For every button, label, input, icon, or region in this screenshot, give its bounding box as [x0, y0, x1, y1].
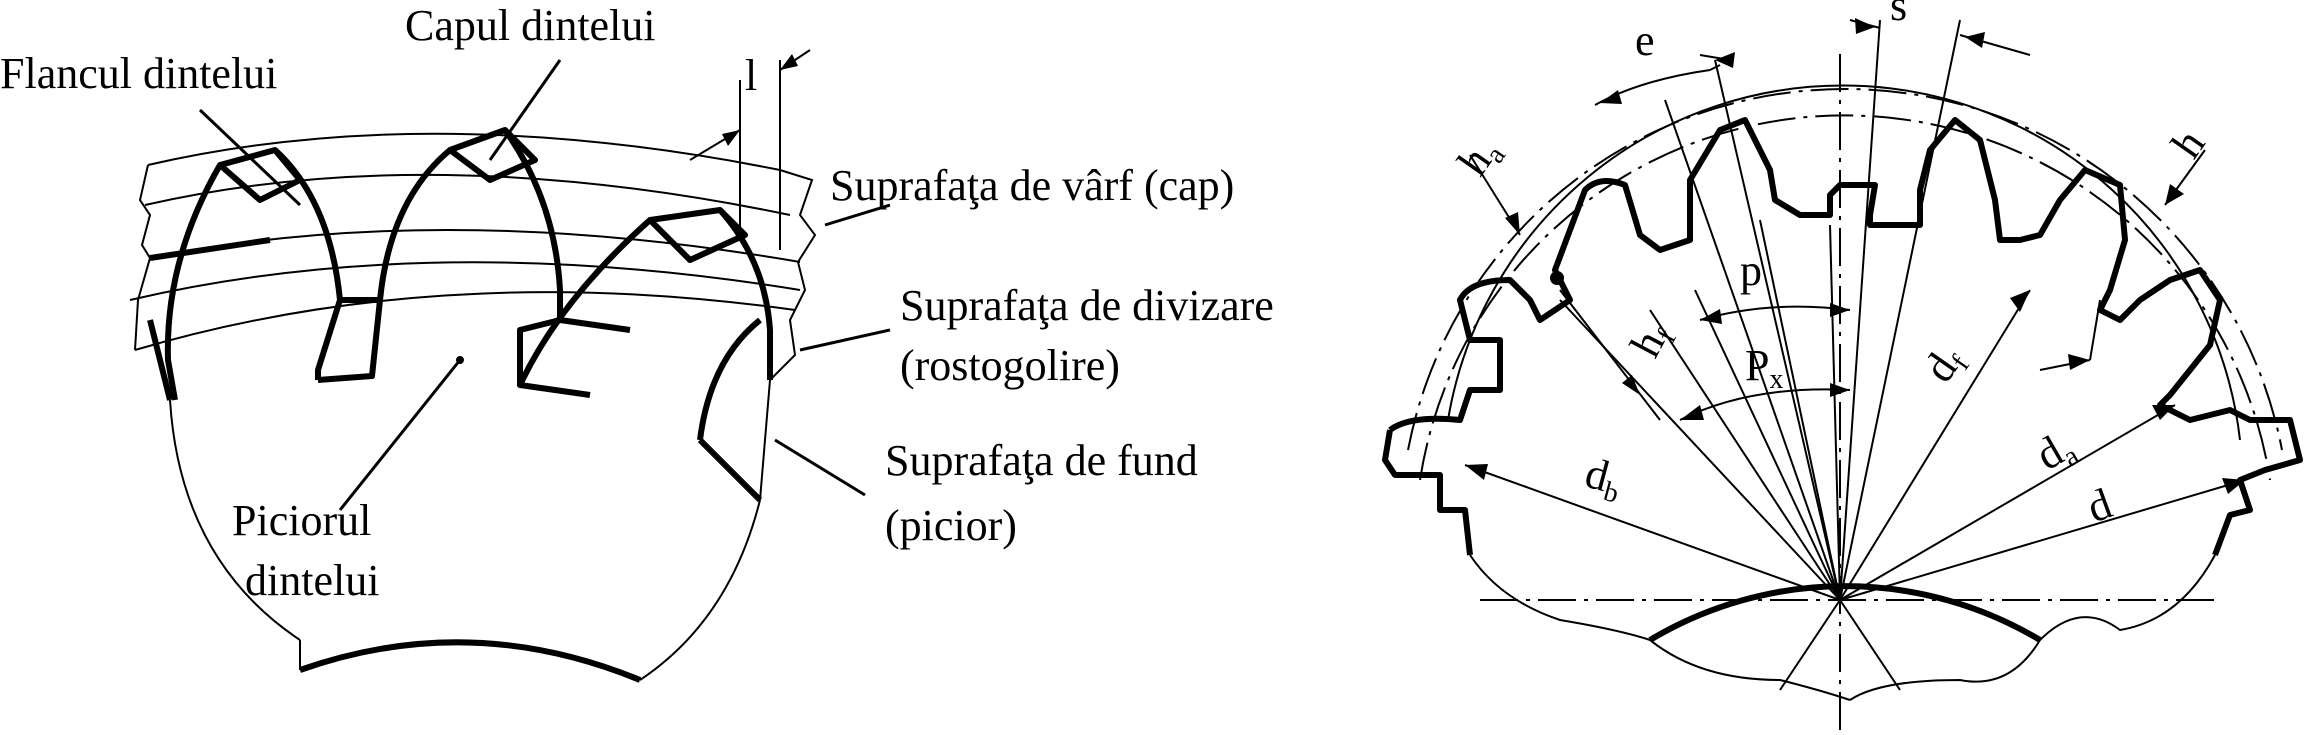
label-df: df — [1914, 336, 1977, 393]
label-ha: ha — [1448, 127, 1512, 187]
gear-outline — [1382, 117, 2303, 557]
root-circle — [1447, 84, 2241, 441]
label-tooth-foot-line2: dintelui — [245, 556, 379, 605]
label-e: e — [1635, 16, 1655, 65]
base-circle — [1648, 583, 2042, 643]
label-px: Px — [1745, 341, 1783, 395]
label-tooth-foot-line1: Piciorul — [232, 496, 371, 545]
leader-flank — [198, 108, 302, 207]
leader-foot — [338, 359, 462, 511]
label-root-surface-line2: (picior) — [885, 501, 1017, 550]
label-da: da — [2028, 420, 2085, 484]
label-p: p — [1740, 246, 1762, 295]
leader-head — [488, 59, 562, 161]
label-tooth-flank: Flancul dintelui — [0, 49, 277, 98]
label-d: d — [2081, 479, 2118, 533]
label-db: db — [1579, 448, 1628, 509]
label-pitch-surface-line1: Suprafaţa de divizare — [900, 281, 1274, 330]
gear-front-view-drawing — [1382, 18, 2303, 730]
label-s: s — [1890, 0, 1907, 30]
pitch-circle — [1419, 114, 2271, 481]
tip-circle — [1407, 88, 2283, 451]
gear-perspective-drawing — [129, 49, 891, 683]
label-tooth-head: Capul dintelui — [405, 1, 656, 50]
label-h: h — [2162, 121, 2215, 167]
leader-root — [774, 438, 866, 497]
label-width-l: l — [745, 51, 757, 100]
label-hf: hf — [1621, 313, 1684, 367]
label-pitch-surface-line2: (rostogolire) — [900, 341, 1120, 390]
leader-pitch — [799, 328, 891, 352]
label-tip-surface: Suprafaţa de vârf (cap) — [830, 161, 1234, 210]
leader-tip — [824, 203, 891, 227]
pitch-point-dot — [1550, 271, 1564, 285]
label-root-surface-line1: Suprafaţa de fund — [885, 436, 1198, 485]
